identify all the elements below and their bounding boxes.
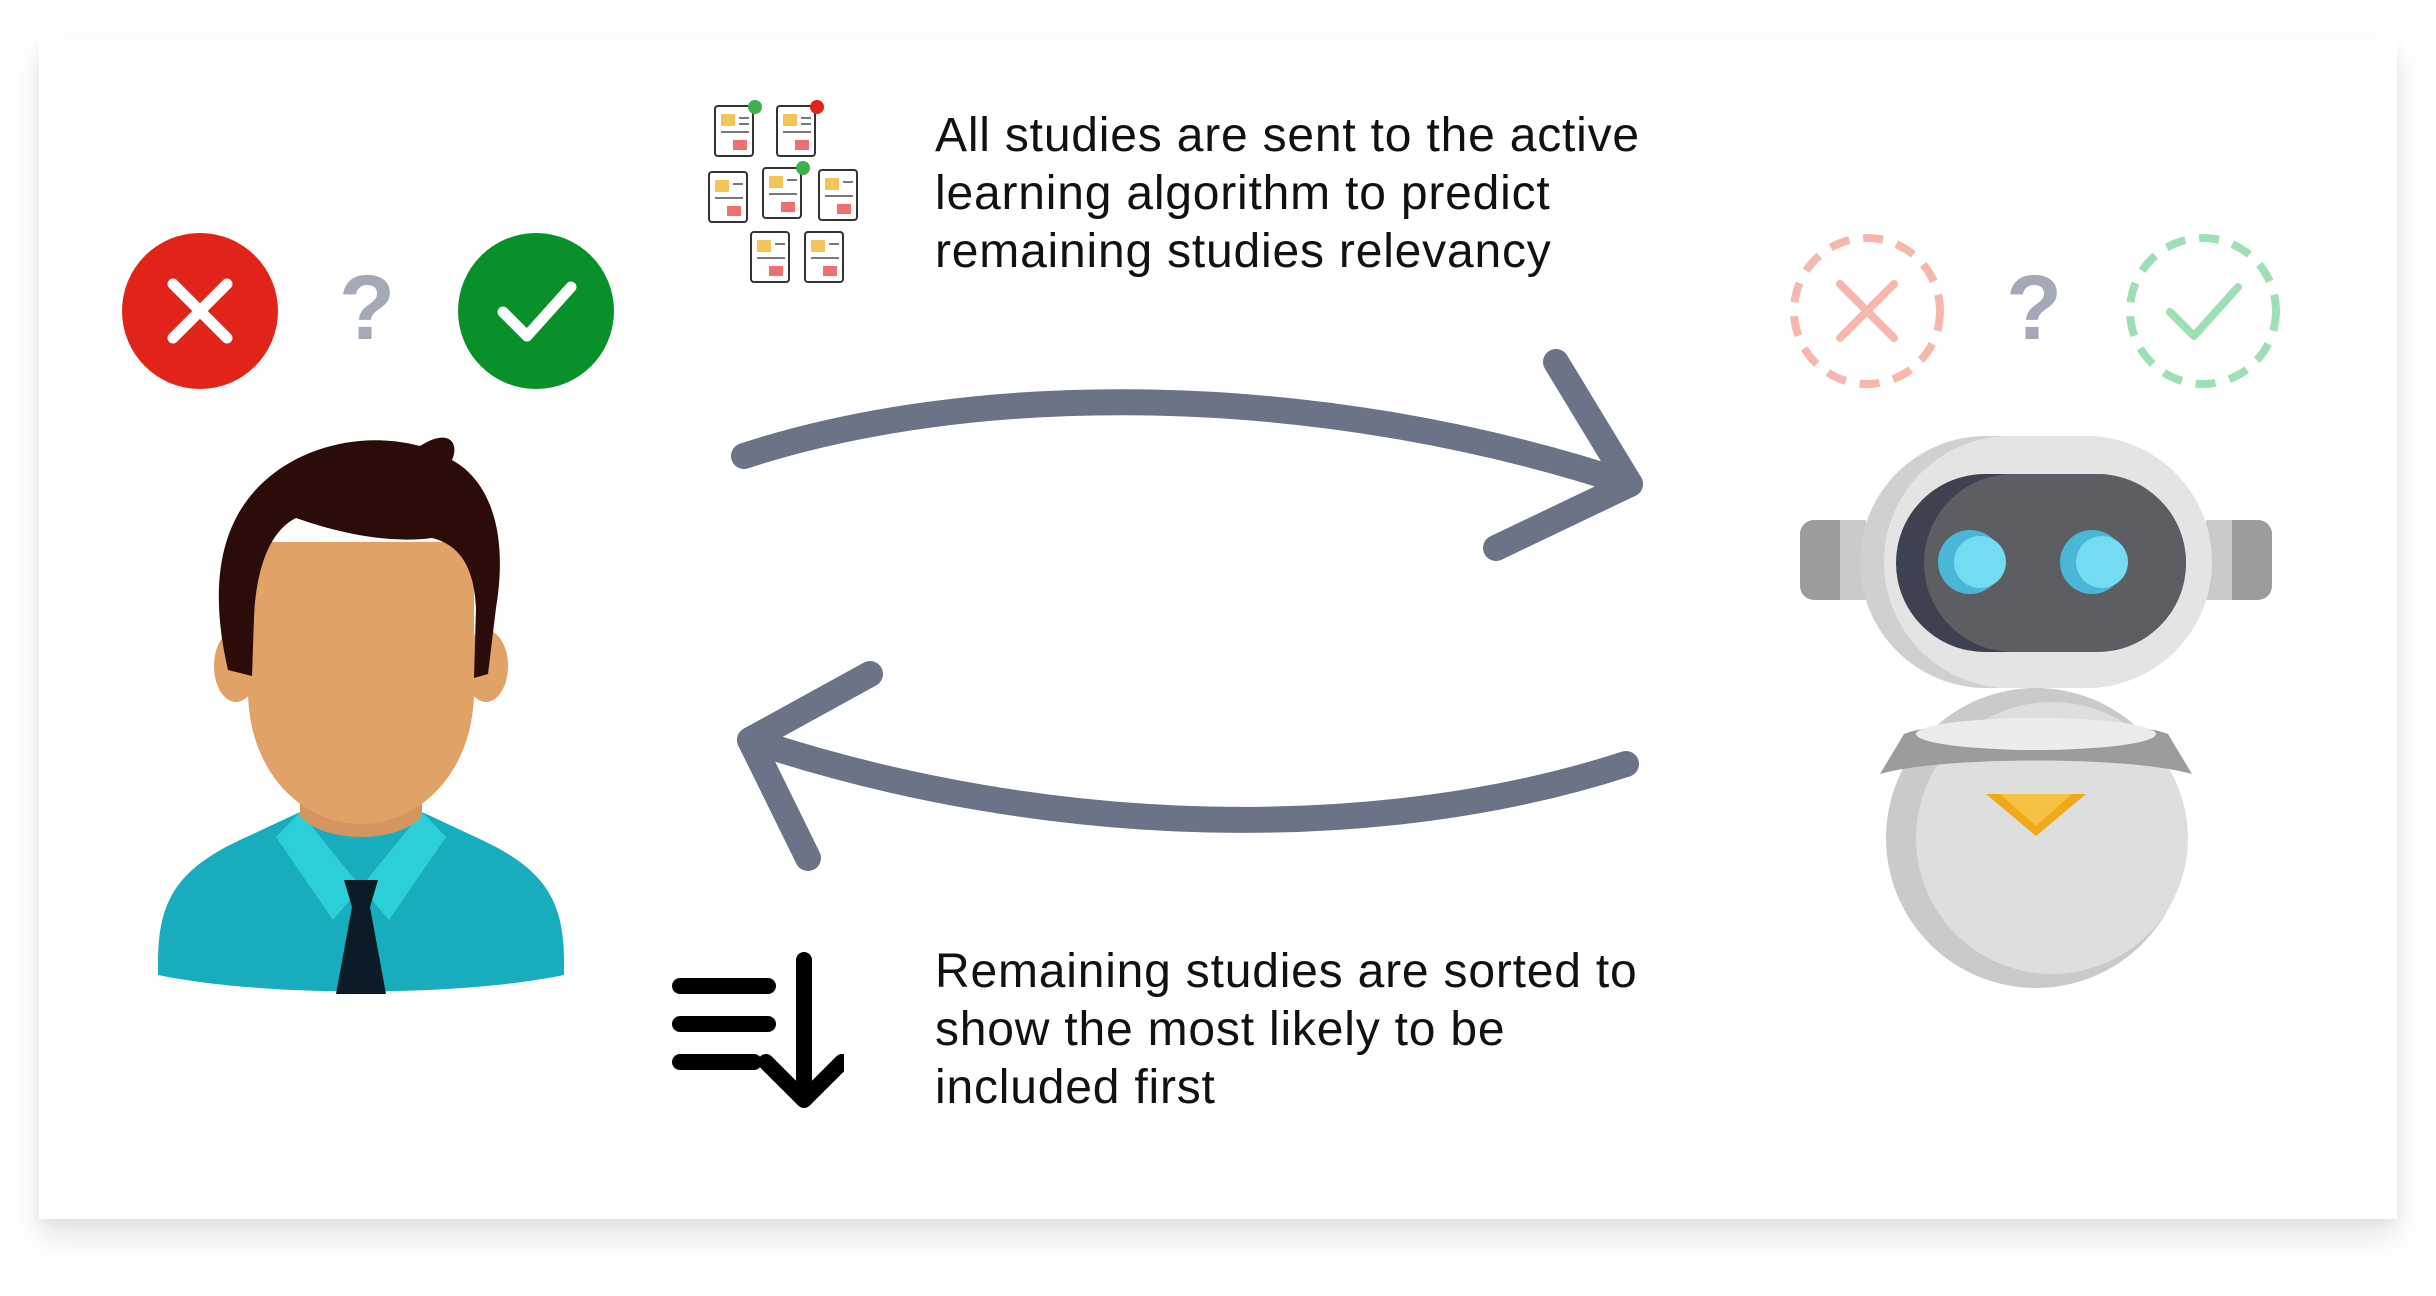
- top-caption: All studies are sent to the active learn…: [935, 109, 1640, 278]
- person-avatar-icon: [158, 432, 564, 996]
- documents-stack-icon: [705, 98, 865, 288]
- curved-arrow-right-icon: [730, 342, 1650, 562]
- bottom-caption: Remaining studies are sorted to show the…: [935, 945, 1638, 1114]
- human-question-mark: ?: [338, 257, 396, 359]
- dashed-x-circle-icon: [1788, 232, 1946, 390]
- x-circle-icon: [121, 232, 279, 390]
- curved-arrow-left-icon: [720, 660, 1640, 880]
- sort-descending-icon: [672, 950, 844, 1110]
- robot-icon: [1800, 434, 2272, 994]
- dashed-check-circle-icon: [2124, 232, 2282, 390]
- robot-question-mark: ?: [2005, 257, 2063, 359]
- check-circle-icon: [457, 232, 615, 390]
